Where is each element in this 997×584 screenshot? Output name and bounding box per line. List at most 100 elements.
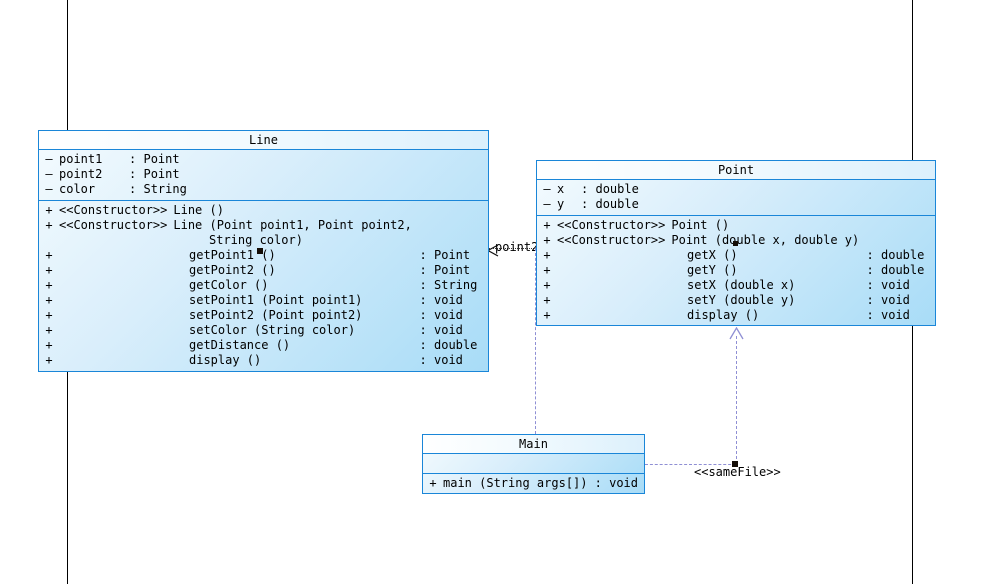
class-box-line[interactable]: Line – point1: Point – point2: Point – c… [38,130,489,372]
visibility-marker: – [45,152,53,166]
visibility-marker: + [45,248,53,262]
connector-samefile-arrowhead [729,325,744,344]
class-title-line: Line [39,131,488,150]
operation-row: + <<Constructor>> Line () [39,203,488,218]
operation-row: + getColor () : String [39,278,488,293]
connector-samefile-vertical [736,336,737,464]
operation-row: + getY () : double [537,263,935,278]
operation-row: + setX (double x) : void [537,278,935,293]
operation-signature-continued: String color) [209,233,303,247]
visibility-marker: + [45,218,53,232]
selection-marker-getpoint1[interactable] [257,248,263,254]
visibility-marker: + [543,218,551,232]
operation-return-type: : void [866,278,910,292]
operation-signature: Point () [671,218,730,232]
operation-signature: Line (Point point1, Point point2, [173,218,412,232]
operation-signature: getPoint2 () [189,263,276,277]
operation-signature: display () [687,308,760,322]
class-title-main: Main [423,435,644,454]
operation-row: + display () : void [39,353,488,368]
attribute-row: – point1: Point [39,152,488,167]
operation-signature: main (String args[]) [443,476,588,490]
connector-samefile-horizontal [645,464,736,465]
operation-return-type: : void [419,308,463,322]
operation-return-type: : Point [419,248,471,262]
attribute-row: – x: double [537,182,935,197]
connector-line-point-segment [489,248,536,249]
operation-signature: setColor (String color) [189,323,356,337]
visibility-marker: – [45,167,53,181]
operation-return-type: : void [419,323,463,337]
visibility-marker: – [45,182,53,196]
operation-signature: getDistance () [189,338,291,352]
operation-row-continuation: String color) [39,233,488,248]
stereotype-label: <<Constructor>> [59,218,168,232]
operation-row: + <<Constructor>> Line (Point point1, Po… [39,218,488,233]
operation-return-type: : double [419,338,478,352]
visibility-marker: – [543,182,551,196]
operation-signature: Point (double x, double y) [671,233,860,247]
visibility-marker: + [543,233,551,247]
class-operations-main: + main (String args[]) : void [423,474,644,494]
attribute-row: – color: String [39,182,488,197]
operation-row: + getPoint1 () : Point [39,248,488,263]
visibility-marker: + [543,308,551,322]
visibility-marker: + [45,323,53,337]
operation-row: + getDistance () : double [39,338,488,353]
operation-row: + setColor (String color) : void [39,323,488,338]
attribute-text: point2: Point [59,167,180,181]
class-box-main[interactable]: Main + main (String args[]) : void [422,434,645,494]
stereotype-label: <<Constructor>> [557,218,666,232]
attribute-text: y: double [557,197,639,211]
operation-signature: Line () [173,203,224,217]
stereotype-label: <<Constructor>> [557,233,666,247]
operation-signature: setPoint2 (Point point2) [189,308,363,322]
operation-return-type: : void [419,293,463,307]
visibility-marker: + [45,278,53,292]
visibility-marker: + [45,338,53,352]
stereotype-label: <<Constructor>> [59,203,168,217]
operation-signature: setY (double y) [687,293,796,307]
operation-signature: setX (double x) [687,278,796,292]
operation-signature: display () [189,353,262,367]
operation-return-type: : double [866,248,925,262]
operation-signature: setPoint1 (Point point1) [189,293,363,307]
visibility-marker: + [45,308,53,322]
text-caret-marker-point-constructor [733,241,738,246]
class-title-point: Point [537,161,935,180]
class-operations-point: + <<Constructor>> Point () + <<Construct… [537,216,935,326]
operation-signature: getY () [687,263,738,277]
operation-row: + display () : void [537,308,935,323]
attribute-row: – point2: Point [39,167,488,182]
operation-row: + setPoint2 (Point point2) : void [39,308,488,323]
operation-row: + <<Constructor>> Point (double x, doubl… [537,233,935,248]
operation-return-type: : void [866,308,910,322]
visibility-marker: + [45,293,53,307]
attribute-row: – y: double [537,197,935,212]
operation-row: + setY (double y) : void [537,293,935,308]
connector-samefile-label: <<sameFile>> [694,465,781,479]
class-operations-line: + <<Constructor>> Line () + <<Constructo… [39,201,488,371]
connector-samefile-junction-handle[interactable] [732,461,738,467]
visibility-marker: + [45,203,53,217]
operation-signature: getX () [687,248,738,262]
operation-signature: getColor () [189,278,269,292]
operation-return-type: : Point [419,263,471,277]
visibility-marker: + [543,263,551,277]
operation-row: + main (String args[]) : void [423,476,644,491]
attribute-text: point1: Point [59,152,180,166]
connector-main-vertical [535,248,536,434]
operation-return-type: : void [594,476,638,490]
class-attributes-main [423,454,644,474]
visibility-marker: + [543,248,551,262]
visibility-marker: – [543,197,551,211]
operation-return-type: : double [866,263,925,277]
operation-row: + setPoint1 (Point point1) : void [39,293,488,308]
operation-signature: getPoint1 () [189,248,276,262]
visibility-marker: + [45,353,53,367]
operation-return-type: : String [419,278,478,292]
visibility-marker: + [543,293,551,307]
visibility-marker: + [543,278,551,292]
operation-row: + getX () : double [537,248,935,263]
